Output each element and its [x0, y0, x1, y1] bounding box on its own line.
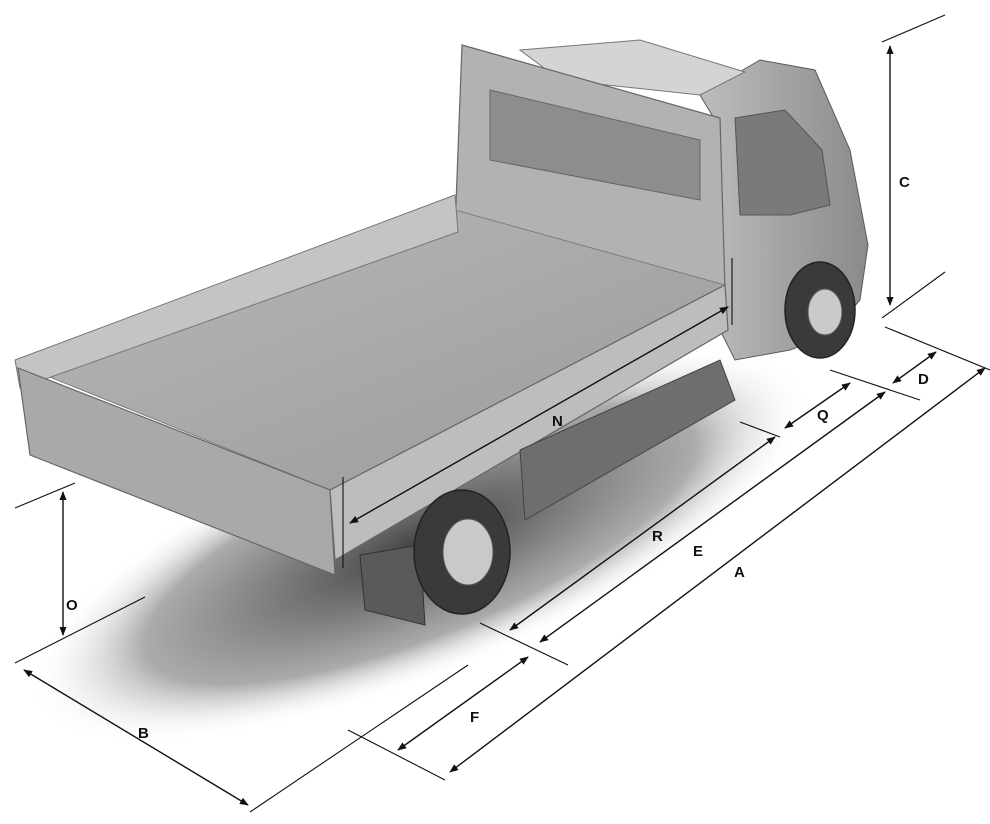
dim-F — [397, 656, 529, 751]
dim-D — [892, 351, 937, 384]
tailgate — [17, 367, 336, 576]
truck — [14, 39, 869, 626]
dim-R — [509, 436, 776, 631]
bed-far-side — [14, 194, 459, 389]
dim-N — [349, 306, 729, 524]
mudflap — [359, 544, 426, 626]
dim-Q — [784, 382, 851, 429]
label-N: N — [552, 413, 563, 430]
label-R: R — [652, 528, 663, 545]
label-F: F — [470, 709, 479, 726]
label-A: A — [734, 564, 745, 581]
headboard-mesh — [489, 89, 701, 201]
cab-window — [734, 109, 831, 216]
front-wheel-hub — [807, 288, 843, 336]
dimension-labels: A B C D E F N O Q R — [66, 174, 929, 742]
label-Q: Q — [817, 407, 829, 424]
label-C: C — [899, 174, 910, 191]
label-O: O — [66, 597, 78, 614]
label-B: B — [138, 725, 149, 742]
label-D: D — [918, 371, 929, 388]
rear-wheel-hub — [442, 518, 494, 586]
dimension-arrows — [23, 45, 986, 806]
dim-B — [23, 669, 249, 806]
label-E: E — [693, 543, 703, 560]
